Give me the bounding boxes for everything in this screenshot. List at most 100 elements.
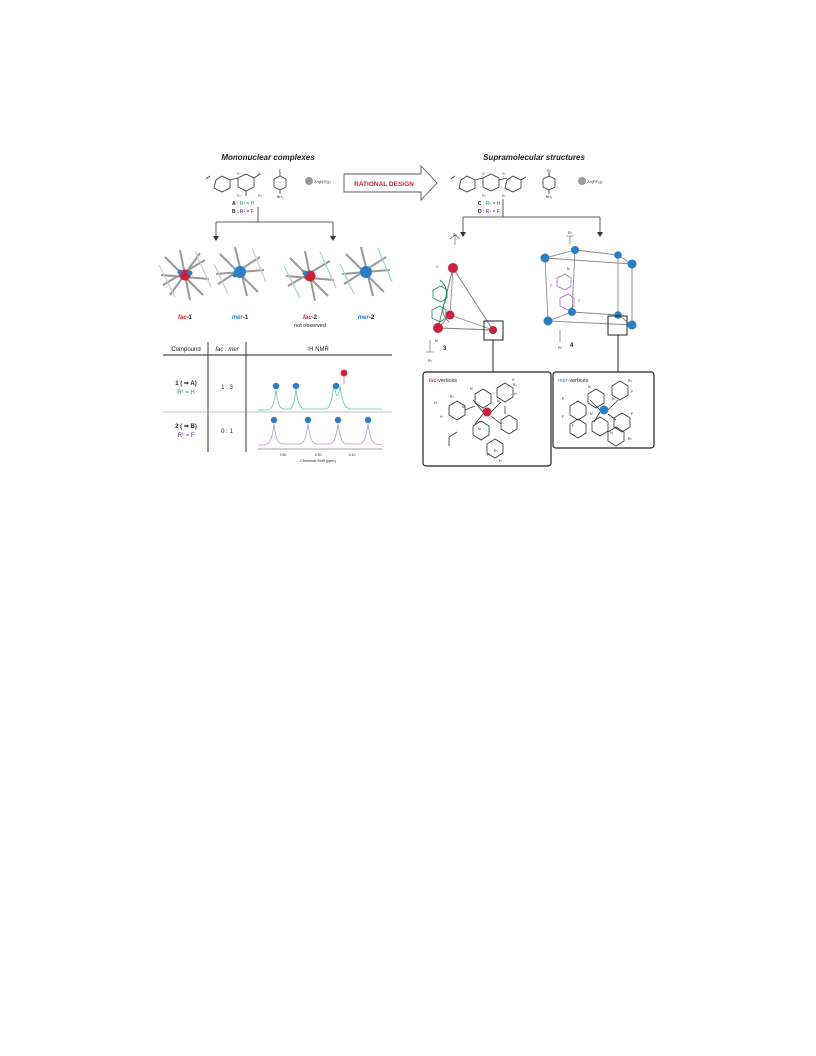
left-r1-label-1: R¹ (237, 172, 242, 176)
right-amine-bottom-label: NH₂ (546, 195, 553, 199)
left-amine-top-label: F (279, 169, 281, 173)
right-title: Supramolecular structures (483, 153, 585, 162)
nmr-peak-marker-mer (292, 382, 300, 390)
fac-box-n-2: N (462, 405, 465, 409)
complex-label-fac-2: fac-2 (303, 315, 318, 321)
left-zinc-sphere (305, 177, 313, 185)
mer-box-n-4: N (610, 431, 613, 435)
fac-box-h-2: H (440, 415, 443, 419)
cage-3-structure: R² R² H N (426, 233, 504, 363)
complex-model-mer-2 (339, 246, 393, 297)
table-row2-compound: 2 ( ⇒ B) (175, 424, 197, 430)
table-row1-substituent: R¹ = H (177, 390, 195, 396)
table-row2-ratio: 0 : 1 (221, 429, 233, 435)
right-zinc-sphere (578, 177, 586, 185)
nmr-spectra: 9.50 9.30 9.10 Chemical Shift (ppm) (258, 369, 383, 463)
cage3-r2-top: R² (453, 233, 458, 237)
left-r1-label-4: R¹ (258, 194, 263, 198)
cage-4-structure: R² R² F F N (540, 231, 637, 350)
fac-box-r1-1: R¹ (450, 395, 455, 399)
right-metal-salt: Zn(PF₆)₂ (587, 179, 603, 184)
nmr-axis-label: Chemical Shift (ppm) (300, 459, 336, 463)
table-header-ratio: fac : mer (215, 347, 239, 353)
complex-label-mer-1: mer-1 (232, 315, 249, 321)
table-row1-compound: 1 ( ⇒ A) (175, 381, 196, 387)
cage3-r2-bottom: R² (428, 359, 433, 363)
complex-label-mer-2: mer-2 (358, 315, 375, 321)
complex-note-fac-2: not observed (294, 323, 326, 329)
mer-box-n-1: N (588, 385, 591, 389)
mer-box-f-2: F (562, 415, 564, 419)
cage4-r2-bottom: R² (558, 346, 563, 350)
nmr-peak-marker-mer (272, 382, 280, 390)
left-amine-bottom-label: NH₂ (277, 195, 284, 199)
fac-box-h-3: H (512, 378, 515, 382)
mer-vertices-panel: mer-vertices N N N N F F F F F R² R² (552, 371, 655, 449)
fac-vertices-title: fac-vertices (429, 378, 457, 384)
ligand-b-label: B : R¹ = F (232, 209, 254, 215)
mer-box-f-4: F (631, 390, 633, 394)
fac-box-h-1: H (434, 401, 437, 405)
left-amine-structure (273, 172, 287, 194)
cage4-r2-top: R² (568, 231, 573, 235)
right-branch-arrows (460, 199, 603, 237)
nmr-tick-950: 9.50 (280, 453, 287, 457)
mer-box-r2-1: R² (628, 379, 633, 383)
table-row1-ratio: 1 : 3 (221, 385, 233, 391)
fac-box-r1-2: R¹ (513, 383, 518, 387)
left-r1-label-3: R¹ (237, 194, 242, 198)
mer-box-n-3: N (590, 412, 593, 416)
table-header-compound: Compound (171, 347, 200, 353)
nmr-peak-marker-mer (304, 416, 312, 424)
left-branch-arrows (213, 207, 336, 241)
rational-design-arrow: RATIONAL DESIGN (343, 164, 438, 202)
ligand-d-label: D : R¹ = F (478, 209, 500, 215)
complex-model-fac-2 (283, 250, 337, 302)
mer-box-f-1: F (562, 397, 564, 401)
right-ligand-structure (450, 173, 527, 193)
mer-box-r2-2: R² (628, 437, 633, 441)
complex-model-fac-1 (158, 249, 212, 301)
right-r1-label-3: R¹ (482, 194, 487, 198)
fac-box-h-4: H (514, 392, 517, 396)
ligand-a-label: A : R¹ = H (232, 201, 255, 207)
nmr-trace-compound-2 (258, 423, 383, 446)
nmr-tick-910: 9.10 (349, 453, 356, 457)
cage3-n-label: N (435, 339, 438, 343)
cage4-n-label: N (567, 267, 570, 271)
right-amine-top-label: R² (547, 169, 552, 173)
left-title: Mononuclear complexes (221, 153, 315, 162)
right-r1-label-4: R¹ (502, 194, 507, 198)
cage-3-label: 3 (443, 346, 447, 352)
right-amine-structure (542, 172, 556, 194)
ligand-c-label: C : R¹ = H (478, 201, 501, 207)
nmr-peak-marker-mer (332, 382, 340, 390)
complex-label-fac-1: fac-1 (178, 315, 193, 321)
mer-box-f-3: F (572, 424, 574, 428)
complex-model-mer-1 (213, 246, 267, 297)
fac-box-h-5: H (487, 453, 490, 457)
mer-box-n-2: N (612, 397, 615, 401)
fac-vertices-panel: fac-vertices N N N N H H H H H H R¹ R¹ R… (422, 371, 552, 467)
fac-box-h-6: H (499, 459, 502, 463)
cage-4-label: 4 (570, 343, 574, 349)
mer-box-f-5: F (631, 412, 633, 416)
cage3-h-label: H (436, 265, 439, 269)
mer-vertices-title: mer-vertices (558, 378, 589, 384)
fac-box-n-4: N (478, 427, 481, 431)
fac-box-n-3: N (497, 399, 500, 403)
nmr-peak-marker-mer (270, 416, 278, 424)
nmr-peak-marker-mer (364, 416, 372, 424)
left-r1-label-2: R¹ (258, 172, 263, 176)
cage4-f-label-1: F (550, 284, 552, 288)
right-r1-label-1: R¹ (482, 172, 487, 176)
right-r1-label-2: R¹ (502, 172, 507, 176)
fac-box-r1-3: R¹ (494, 449, 499, 453)
fac-box-n-1: N (470, 387, 473, 391)
nmr-peak-marker-fac (340, 369, 348, 377)
table-header-nmr: ¹H NMR (307, 347, 329, 353)
nmr-peak-marker-mer (334, 416, 342, 424)
nmr-trace-compound-1 (258, 383, 382, 411)
comparison-table: Compound fac : mer ¹H NMR 1 ( ⇒ A) R¹ = … (163, 342, 392, 452)
